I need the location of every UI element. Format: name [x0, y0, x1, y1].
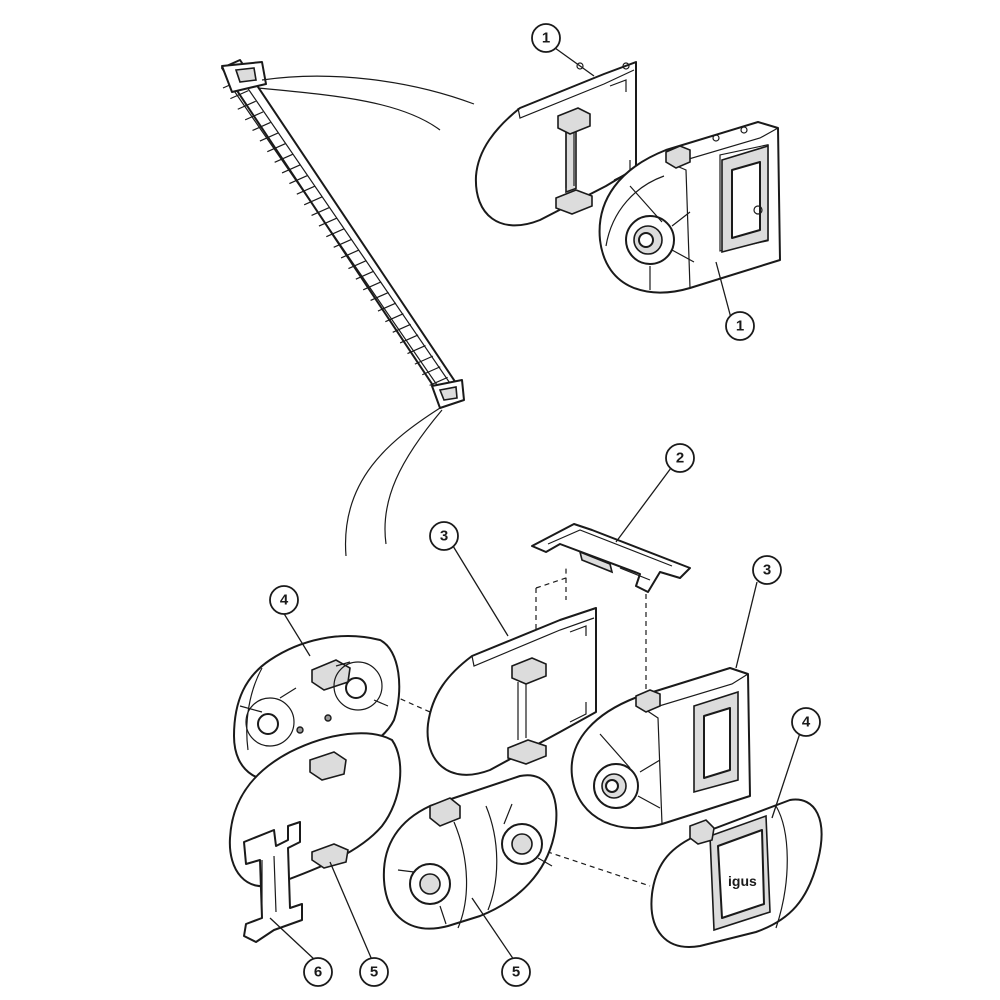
svg-text:3: 3 — [763, 562, 771, 579]
callout-5-left: 5 — [359, 957, 389, 987]
chain-link-rung — [303, 196, 323, 206]
callouts: 1 1 2 3 3 4 4 5 — [269, 23, 821, 987]
svg-text:4: 4 — [280, 592, 289, 609]
svg-text:6: 6 — [314, 964, 322, 981]
chain-links — [222, 79, 456, 397]
chain-link-rung — [429, 376, 448, 386]
chain-link-rung — [296, 185, 316, 195]
chain-link-rung — [421, 366, 441, 376]
chain-link-rung — [392, 323, 411, 333]
bracket-round-end — [382, 774, 558, 930]
chain-link-rung — [252, 121, 271, 132]
chain-link-rung — [362, 281, 382, 291]
svg-text:5: 5 — [370, 964, 378, 981]
chain-link-plate — [426, 607, 597, 776]
callout-2: 2 — [665, 443, 695, 473]
svg-text:2: 2 — [676, 450, 684, 467]
igus-logo: igus — [728, 873, 757, 889]
chain-link-rung — [318, 217, 338, 227]
chain-link-rung — [348, 260, 367, 270]
chain-link-frame — [570, 667, 751, 830]
chain-link-rung — [399, 334, 419, 344]
chain-link-rung — [244, 111, 264, 121]
leader-lines — [269, 47, 801, 961]
end-bracket-frame-top — [598, 121, 781, 294]
svg-text:1: 1 — [542, 30, 550, 47]
svg-text:3: 3 — [440, 528, 448, 545]
chain-link-rung — [385, 313, 404, 323]
chain-link-rung — [355, 270, 375, 280]
energy-chain — [221, 59, 465, 409]
svg-text:5: 5 — [512, 964, 520, 981]
chain-link-rung — [340, 249, 360, 259]
chain-link-rung — [267, 143, 286, 153]
chain-link-rung — [281, 164, 301, 174]
callout-6: 6 — [303, 957, 333, 987]
chain-link-rung — [326, 228, 345, 238]
callout-1-bottom: 1 — [725, 311, 755, 341]
svg-text:1: 1 — [736, 318, 744, 335]
chain-link-rung — [333, 238, 352, 248]
chain-link-rung — [414, 355, 434, 365]
callout-4-left: 4 — [269, 585, 299, 615]
detail-indicator-lines — [257, 75, 475, 557]
end-bracket-plate-top — [474, 61, 637, 227]
logo-end-cover: igus — [650, 798, 823, 948]
callout-3-left: 3 — [429, 521, 459, 551]
callout-1-top: 1 — [531, 23, 561, 53]
chain-link-rung — [289, 175, 308, 185]
chain-link-rung — [377, 302, 397, 312]
chain-link-rung — [311, 206, 330, 216]
crossbar-separator — [531, 523, 691, 593]
callout-4-right: 4 — [791, 707, 821, 737]
strain-relief-clip — [243, 821, 303, 943]
chain-link-rung — [230, 90, 249, 100]
svg-text:4: 4 — [802, 714, 811, 731]
callout-5-middle: 5 — [501, 957, 531, 987]
chain-link-rung — [407, 344, 426, 355]
chain-link-rung — [274, 153, 293, 163]
chain-link-rung — [259, 132, 279, 142]
callout-3-right: 3 — [752, 555, 782, 585]
chain-link-rung — [370, 291, 389, 301]
chain-link-rung — [237, 100, 257, 110]
